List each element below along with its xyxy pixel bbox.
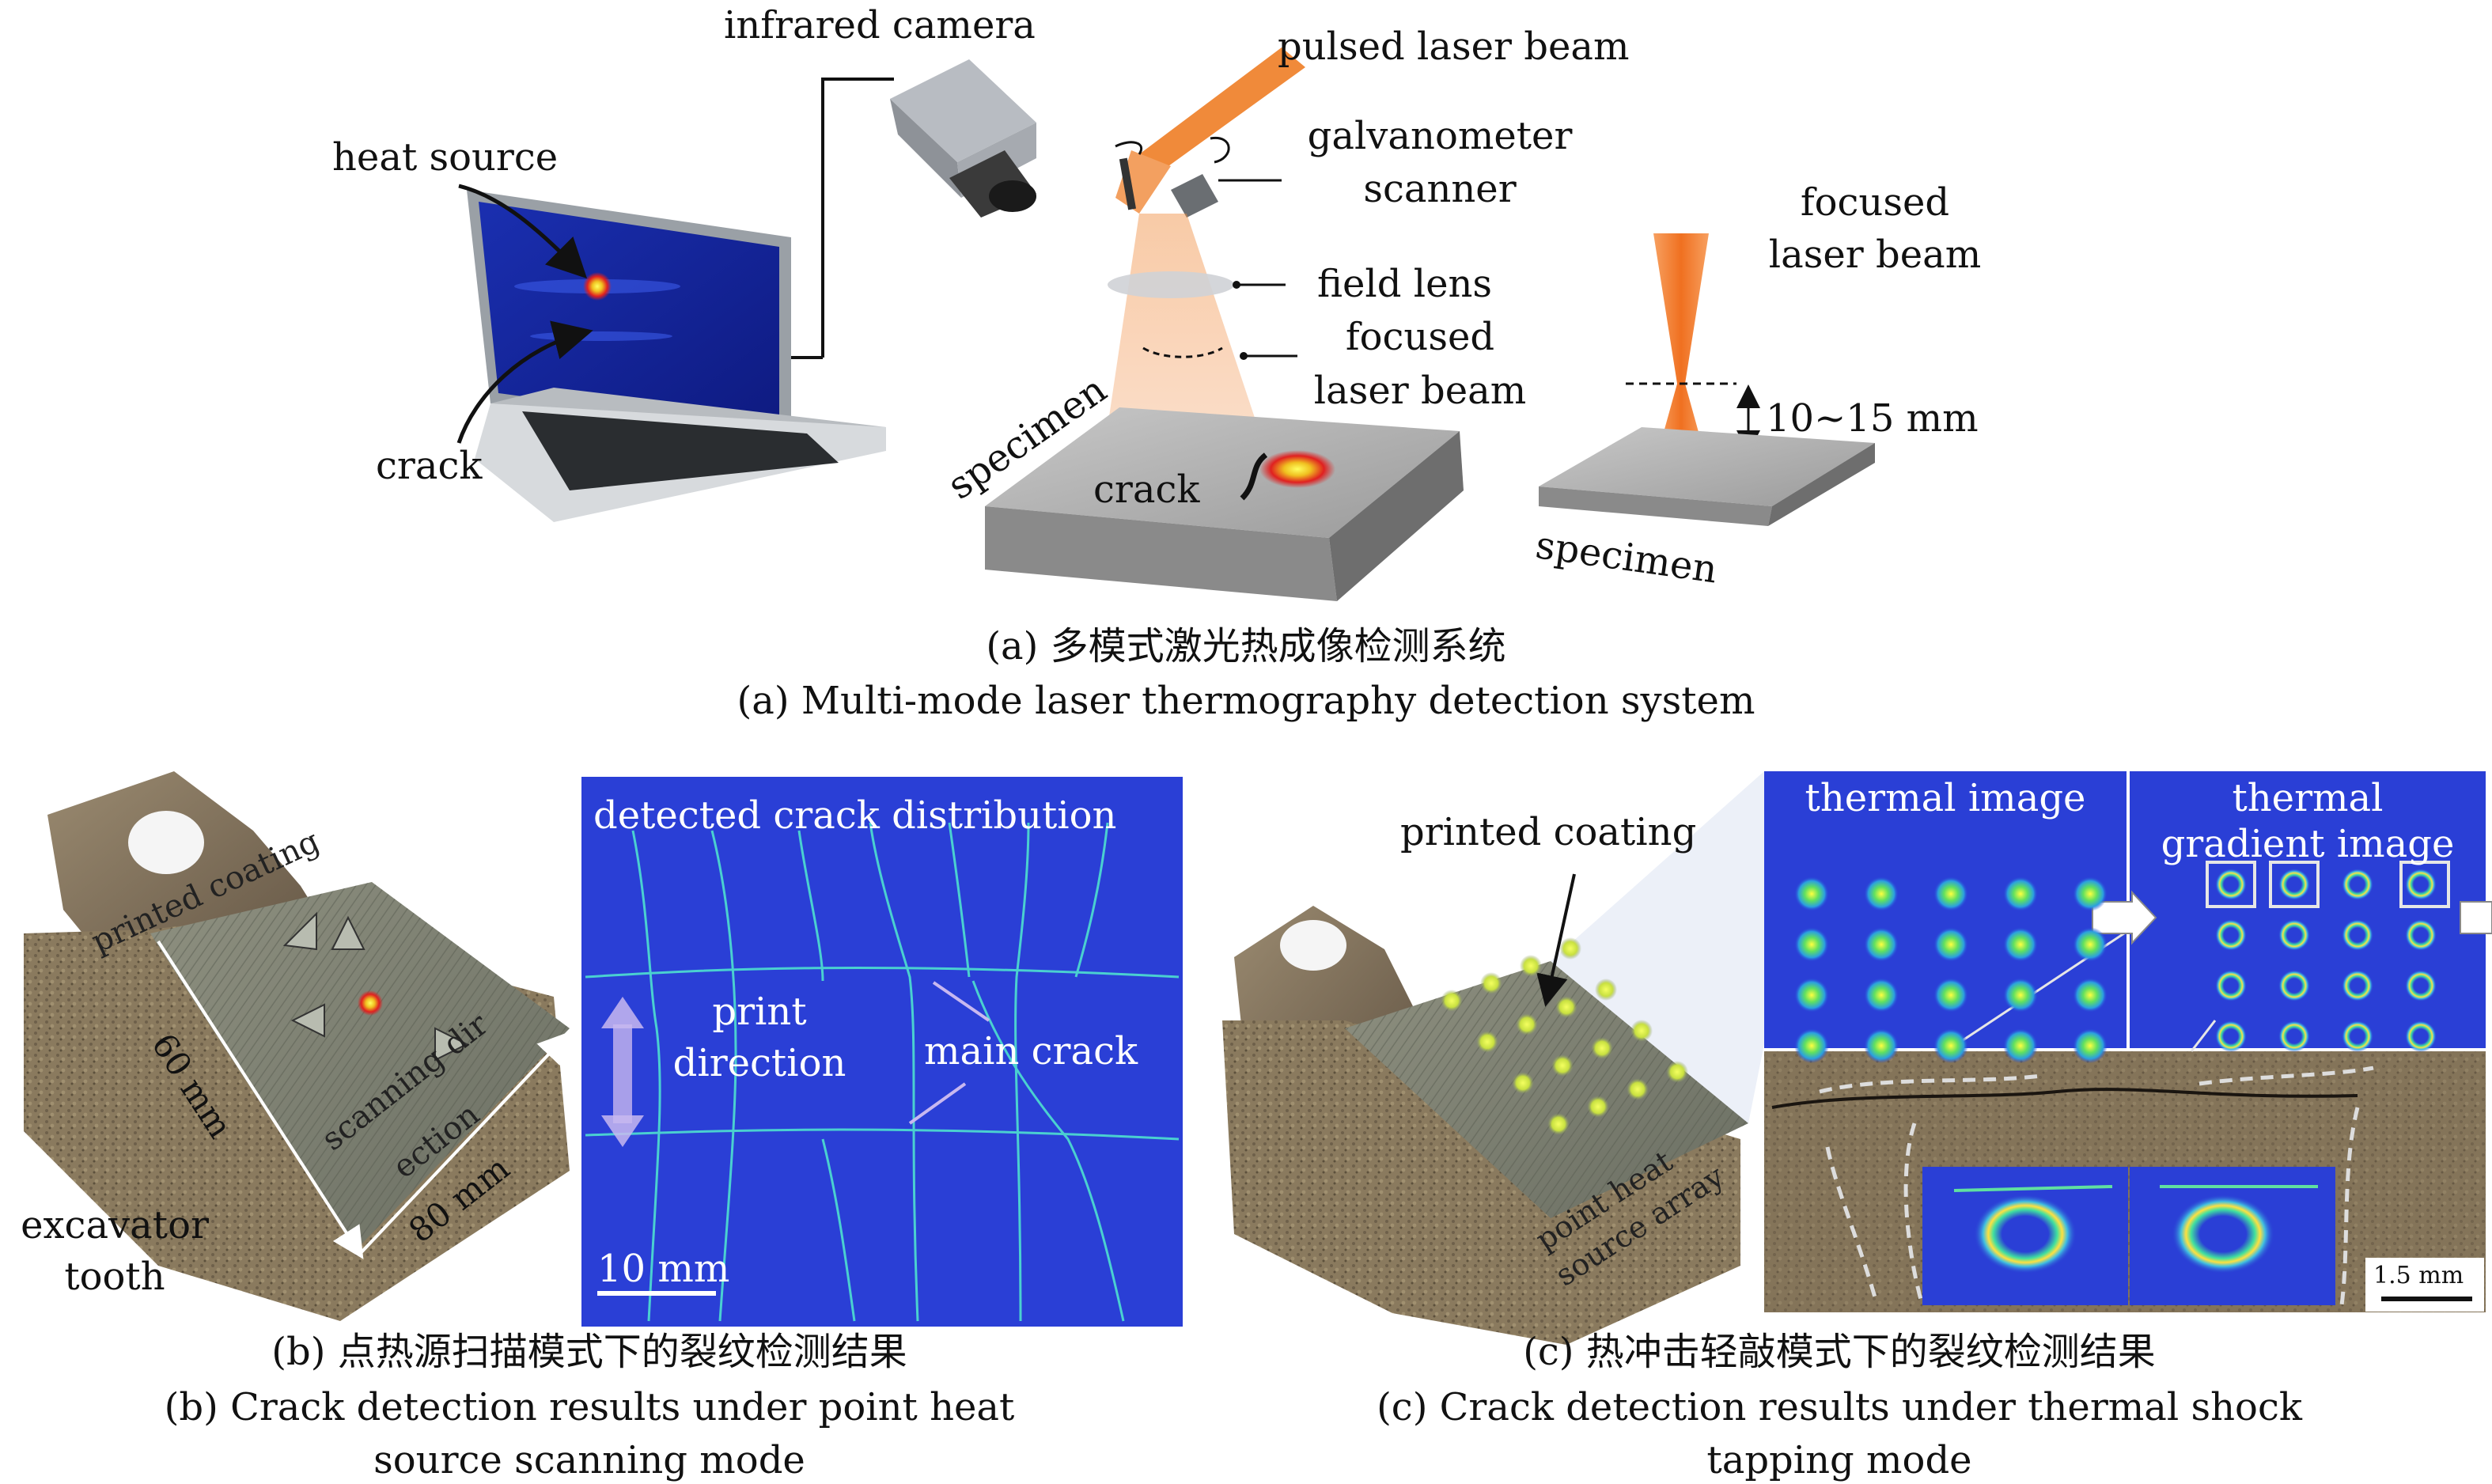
caption-b-en-2: source scanning mode (373, 1438, 805, 1482)
thermal-hotspot (1933, 927, 1968, 962)
thermal-hotspot (1864, 1028, 1899, 1063)
focal-range-label: 10~15 mm (1766, 396, 1979, 441)
printed-coating-label-c: printed coating (1400, 810, 1697, 854)
coating-heat-dot (1666, 1061, 1688, 1083)
print-direction-label-1: print (712, 990, 807, 1034)
coating-heat-dot (1441, 990, 1463, 1012)
heat-source-label: heat source (332, 135, 559, 180)
gradient-ring (2215, 869, 2247, 900)
thermal-image-label: thermal image (1805, 776, 2086, 820)
thermal-gradient-image-label-1: thermal (2232, 776, 2384, 820)
thermal-hotspot (1794, 927, 1829, 962)
thermal-hotspot (2073, 978, 2108, 1013)
gradient-ring (2215, 970, 2247, 1001)
coating-heat-dot (1480, 972, 1502, 994)
gradient-ring (2405, 1020, 2437, 1052)
gradient-ring (2342, 919, 2373, 951)
coating-heat-dot (1630, 1020, 1653, 1042)
caption-a-en: (a) Multi-mode laser thermography detect… (737, 679, 1755, 723)
laser-galvo-illustration (1108, 47, 1305, 451)
caption-c-en-1: (c) Crack detection results under therma… (1377, 1385, 2302, 1429)
caption-c-en-2: tapping mode (1706, 1438, 1972, 1482)
scale-bar-c-label: 1.5 mm (2373, 1262, 2464, 1289)
field-lens-label: field lens (1317, 262, 1493, 306)
infrared-camera-illustration (890, 59, 1036, 218)
thermal-hotspot (2073, 876, 2108, 911)
panel-b-tooth-photo (0, 767, 570, 1329)
infrared-camera-label: infrared camera (724, 3, 1036, 47)
focused-laser-beam-right-label-2: laser beam (1768, 233, 1982, 277)
gradient-image-rings (2215, 869, 2437, 1052)
gradient-ring (2215, 919, 2247, 951)
focused-laser-beam-label-1: focused (1345, 315, 1495, 359)
detected-crack-distribution-label: detected crack distribution (593, 793, 1117, 838)
panel-c-coating-dots (1441, 937, 1688, 1135)
thermal-hotspot (1933, 978, 1968, 1013)
gradient-ring (2278, 1020, 2310, 1052)
main-crack-label: main crack (924, 1029, 1138, 1073)
specimen-left-illustration (985, 407, 1464, 601)
panel-b-crack-map (581, 777, 1183, 1327)
thermal-hotspot (1794, 1028, 1829, 1063)
galvanometer-label: galvanometer (1307, 114, 1573, 158)
crack-laptop-label: crack (376, 444, 483, 488)
crack-specimen-label: crack (1093, 468, 1200, 512)
thermal-gradient-image-label-2: gradient image (2161, 822, 2455, 866)
focused-beam-illustration (1539, 233, 1875, 526)
coating-heat-dot (1555, 996, 1577, 1018)
coating-heat-dot (1559, 937, 1581, 960)
gradient-ring (2278, 869, 2310, 900)
caption-c-cn: (c) 热冲击轻敲模式下的裂纹检测结果 (1523, 1330, 2156, 1374)
gradient-ring (2405, 970, 2437, 1001)
gradient-ring (2405, 919, 2437, 951)
caption-b-cn: (b) 点热源扫描模式下的裂纹检测结果 (271, 1330, 907, 1374)
thermal-hotspot (2003, 876, 2038, 911)
panel-c-tooth-photo (1222, 771, 1764, 1345)
caption-a-cn: (a) 多模式激光热成像检测系统 (986, 624, 1506, 668)
thermal-hotspot (2073, 1028, 2108, 1063)
caption-b-en-1: (b) Crack detection results under point … (164, 1385, 1015, 1429)
coating-heat-dot (1476, 1031, 1498, 1053)
gradient-ring (2405, 869, 2437, 900)
coating-heat-dot (1520, 955, 1542, 977)
coating-heat-dot (1591, 1037, 1613, 1059)
coating-heat-dot (1516, 1013, 1538, 1035)
coating-heat-dot (1551, 1054, 1574, 1077)
thermal-hotspot (1933, 876, 1968, 911)
gradient-ring (2342, 1020, 2373, 1052)
thermal-image-dots (1794, 876, 2108, 1063)
focused-laser-beam-right-label-1: focused (1800, 180, 1950, 225)
thermal-hotspot (1864, 978, 1899, 1013)
gradient-ring (2278, 919, 2310, 951)
laptop-illustration (456, 78, 894, 522)
scanner-label: scanner (1363, 167, 1517, 211)
gradient-ring (2342, 970, 2373, 1001)
thermal-hotspot (2003, 978, 2038, 1013)
pulsed-laser-beam-label: pulsed laser beam (1278, 25, 1630, 69)
thermal-hotspot (1794, 876, 1829, 911)
gradient-ring (2342, 869, 2373, 900)
excavator-tooth-label-2: tooth (64, 1255, 165, 1299)
gradient-ring (2278, 970, 2310, 1001)
focused-laser-beam-label-2: laser beam (1313, 369, 1527, 413)
thermal-hotspot (1864, 876, 1899, 911)
thermal-hotspot (1864, 927, 1899, 962)
coating-heat-dot (1595, 979, 1617, 1001)
thermal-hotspot (2003, 1028, 2038, 1063)
thermal-hotspot (2073, 927, 2108, 962)
coating-heat-dot (1627, 1078, 1649, 1100)
coating-heat-dot (1512, 1072, 1534, 1094)
scale-bar-b-label: 10 mm (597, 1247, 730, 1291)
coating-heat-dot (1587, 1096, 1609, 1118)
panel-c-thermal-images (1764, 771, 2492, 1312)
thermal-hotspot (2003, 927, 2038, 962)
thermal-hotspot (1933, 1028, 1968, 1063)
print-direction-label-2: direction (672, 1041, 846, 1085)
gradient-ring (2215, 1020, 2247, 1052)
thermal-hotspot (1794, 978, 1829, 1013)
coating-heat-dot (1547, 1113, 1570, 1135)
excavator-tooth-label-1: excavator (21, 1203, 209, 1247)
